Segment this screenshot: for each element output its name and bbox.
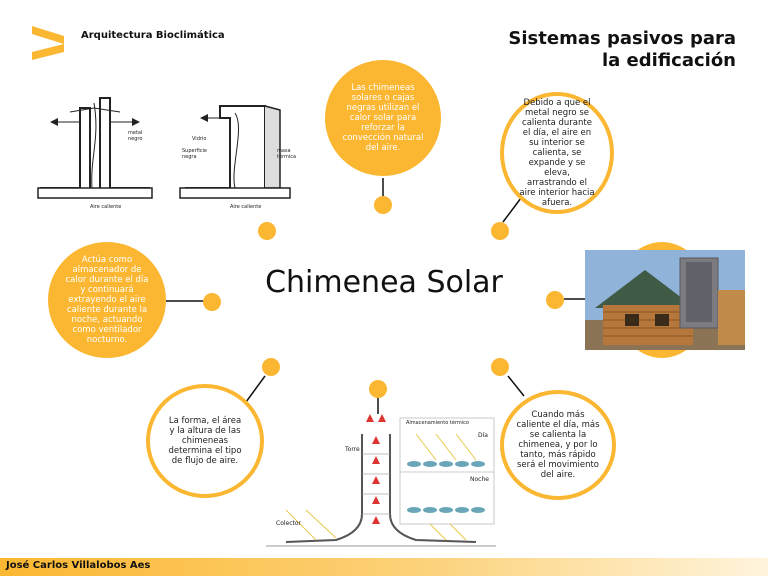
footer-bar	[0, 558, 768, 576]
label-vidrio: Vidrio	[192, 136, 207, 142]
dot-right	[546, 291, 564, 309]
house-photo	[585, 250, 745, 350]
brand-logo-icon	[32, 26, 64, 60]
dot-top-right	[491, 222, 509, 240]
brand-name: Arquitectura Bioclimática	[81, 30, 225, 41]
page-title-line-2: la edificación	[601, 50, 736, 71]
label-aire-caliente-2: Aire caliente	[230, 204, 262, 210]
chimney-diagram-top-left: metal negro Aire caliente Vidrio Superfi…	[30, 88, 305, 218]
label-dia: Día	[478, 432, 488, 439]
dot-top-left	[258, 222, 276, 240]
dot-bottom	[369, 380, 387, 398]
bubble-left: Actúa como almacenador de calor durante …	[48, 242, 166, 358]
bubble-bottom-right-text: Cuando más caliente el día, más se calie…	[516, 410, 600, 480]
solar-tower-diagram: Torre Colector Almacenamiento térmico Dí…	[266, 414, 496, 550]
dot-top	[374, 196, 392, 214]
label-noche: Noche	[470, 476, 489, 483]
page-title-line-1: Sistemas pasivos para	[508, 28, 736, 49]
bubble-left-text: Actúa como almacenador de calor durante …	[65, 255, 149, 345]
footer-author: José Carlos Villalobos Aes	[6, 560, 151, 571]
bubble-bottom-left-text: La forma, el área y la altura de las chi…	[168, 416, 242, 466]
dot-bottom-left	[262, 358, 280, 376]
page-title: Sistemas pasivos para la edificación	[508, 28, 736, 72]
center-title: Chimenea Solar	[265, 265, 503, 300]
bubble-top: Las chimeneas solares o cajas negras uti…	[325, 60, 441, 176]
bubble-top-text: Las chimeneas solares o cajas negras uti…	[342, 83, 424, 153]
bubble-top-right-text: Debido a que el metal negro se calienta …	[519, 98, 595, 208]
label-masa-termica: masa térmica	[277, 148, 297, 160]
label-colector: Colector	[276, 520, 302, 527]
bubble-bottom-left: La forma, el área y la altura de las chi…	[146, 384, 264, 498]
label-aire-caliente-1: Aire caliente	[90, 204, 122, 210]
label-almacenamiento-termico: Almacenamiento térmico	[406, 420, 469, 426]
label-superficie-negra: Superficie negra	[182, 148, 208, 160]
label-metal-negro: metal negro	[128, 130, 143, 142]
dot-bottom-right	[491, 358, 509, 376]
bubble-top-right: Debido a que el metal negro se calienta …	[500, 92, 614, 214]
label-torre: Torre	[345, 446, 360, 453]
bubble-bottom-right: Cuando más caliente el día, más se calie…	[500, 390, 616, 500]
dot-left	[203, 293, 221, 311]
